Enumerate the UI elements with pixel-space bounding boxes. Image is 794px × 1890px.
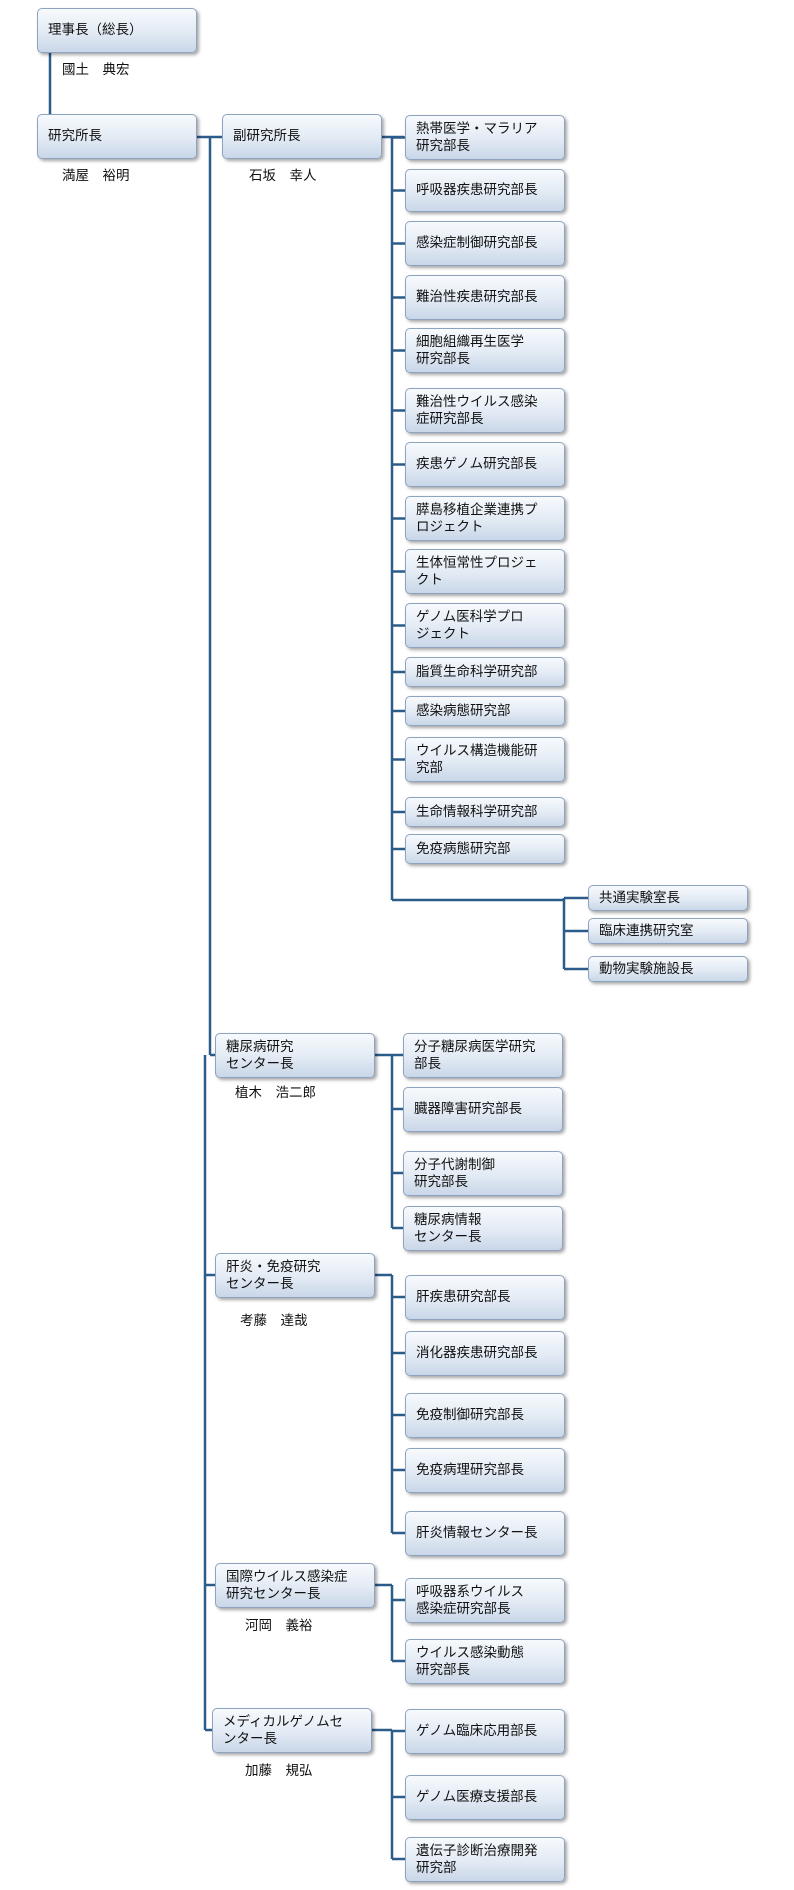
department-label: ゲノム医科学プロ ジェクト [416, 608, 524, 642]
center-department-label: 肝疾患研究部長 [416, 1289, 511, 1305]
deputy-title: 副研究所長 [233, 128, 301, 144]
department-box[interactable]: 難治性ウイルス感染 症研究部長 [405, 388, 565, 433]
center-head-name: 河岡 義裕 [245, 1618, 313, 1634]
department-label: ウイルス構造機能研 究部 [416, 742, 538, 776]
department-box[interactable]: 免疫病態研究部 [405, 834, 565, 864]
center-department-box[interactable]: 糖尿病情報 センター長 [403, 1206, 563, 1251]
center-department-box[interactable]: 呼吸器系ウイルス 感染症研究部長 [405, 1578, 565, 1623]
department-label: 熱帯医学・マラリア 研究部長 [416, 120, 538, 154]
center-department-box[interactable]: 分子代謝制御 研究部長 [403, 1151, 563, 1196]
department-label: 脂質生命科学研究部 [416, 663, 538, 680]
center-head-box[interactable]: 糖尿病研究 センター長 [215, 1033, 375, 1078]
center-title: 国際ウイルス感染症 研究センター長 [226, 1568, 348, 1602]
department-box[interactable]: 熱帯医学・マラリア 研究部長 [405, 115, 565, 160]
center-department-label: ゲノム臨床応用部長 [416, 1723, 538, 1739]
department-box[interactable]: 生体恒常性プロジェ クト [405, 549, 565, 594]
department-label: 免疫病態研究部 [416, 840, 511, 857]
department-box[interactable]: 脂質生命科学研究部 [405, 657, 565, 687]
department-box[interactable]: 膵島移植企業連携プ ロジェクト [405, 496, 565, 541]
department-box[interactable]: 感染病態研究部 [405, 696, 565, 726]
department-box[interactable]: 生命情報科学研究部 [405, 797, 565, 827]
center-department-label: ウイルス感染動態 研究部長 [416, 1644, 524, 1678]
center-title: 糖尿病研究 センター長 [226, 1038, 294, 1072]
center-department-box[interactable]: 肝炎情報センター長 [405, 1511, 565, 1556]
department-label: 呼吸器疾患研究部長 [416, 182, 538, 198]
center-department-box[interactable]: 免疫病理研究部長 [405, 1448, 565, 1493]
department-label: 膵島移植企業連携プ ロジェクト [416, 501, 538, 535]
facility-label: 共通実験室長 [599, 889, 680, 906]
facility-label: 臨床連携研究室 [599, 922, 694, 939]
center-title: メディカルゲノムセ ンター長 [223, 1713, 344, 1747]
department-box[interactable]: 疾患ゲノム研究部長 [405, 442, 565, 487]
center-head-name: 考藤 達哉 [240, 1313, 308, 1329]
director-title: 研究所長 [48, 128, 102, 144]
deputy-name: 石坂 幸人 [249, 168, 317, 184]
center-department-label: 消化器疾患研究部長 [416, 1345, 538, 1361]
center-department-label: 臓器障害研究部長 [414, 1101, 522, 1117]
center-head-name: 植木 浩二郎 [235, 1085, 316, 1101]
department-box[interactable]: ゲノム医科学プロ ジェクト [405, 603, 565, 648]
facility-label: 動物実験施設長 [599, 960, 694, 977]
department-label: 細胞組織再生医学 研究部長 [416, 333, 524, 367]
deputy-box[interactable]: 副研究所長 [222, 114, 382, 159]
center-department-box[interactable]: 臓器障害研究部長 [403, 1087, 563, 1132]
department-label: 生体恒常性プロジェ クト [416, 554, 538, 588]
center-department-box[interactable]: ウイルス感染動態 研究部長 [405, 1639, 565, 1684]
center-department-box[interactable]: 肝疾患研究部長 [405, 1275, 565, 1320]
facility-box[interactable]: 共通実験室長 [588, 885, 748, 911]
center-head-box[interactable]: メディカルゲノムセ ンター長 [212, 1708, 372, 1753]
center-department-label: 肝炎情報センター長 [416, 1525, 538, 1541]
chair-box[interactable]: 理事長（総長） [37, 8, 197, 53]
center-department-label: 遺伝子診断治療開発 研究部 [416, 1842, 538, 1876]
center-head-box[interactable]: 国際ウイルス感染症 研究センター長 [215, 1563, 375, 1608]
center-department-box[interactable]: 消化器疾患研究部長 [405, 1331, 565, 1376]
facility-box[interactable]: 動物実験施設長 [588, 956, 748, 982]
department-box[interactable]: 感染症制御研究部長 [405, 221, 565, 266]
center-department-label: 分子代謝制御 研究部長 [414, 1156, 495, 1190]
center-department-box[interactable]: ゲノム医療支援部長 [405, 1775, 565, 1820]
center-department-label: 分子糖尿病医学研究 部長 [414, 1038, 536, 1072]
center-department-box[interactable]: 分子糖尿病医学研究 部長 [403, 1033, 563, 1078]
chair-name: 國土 典宏 [62, 62, 130, 78]
center-department-box[interactable]: ゲノム臨床応用部長 [405, 1709, 565, 1754]
facility-box[interactable]: 臨床連携研究室 [588, 918, 748, 944]
department-box[interactable]: 細胞組織再生医学 研究部長 [405, 328, 565, 373]
director-box[interactable]: 研究所長 [37, 114, 197, 159]
center-department-box[interactable]: 免疫制御研究部長 [405, 1393, 565, 1438]
center-department-label: 糖尿病情報 センター長 [414, 1211, 482, 1245]
center-department-label: 免疫制御研究部長 [416, 1407, 524, 1423]
department-label: 疾患ゲノム研究部長 [416, 456, 538, 472]
center-head-name: 加藤 規弘 [245, 1763, 313, 1779]
department-box[interactable]: 難治性疾患研究部長 [405, 275, 565, 320]
department-label: 難治性ウイルス感染 症研究部長 [416, 393, 538, 427]
center-head-box[interactable]: 肝炎・免疫研究 センター長 [215, 1253, 375, 1298]
center-title: 肝炎・免疫研究 センター長 [226, 1258, 321, 1292]
department-box[interactable]: 呼吸器疾患研究部長 [405, 169, 565, 212]
department-label: 生命情報科学研究部 [416, 803, 538, 820]
department-label: 感染症制御研究部長 [416, 235, 538, 251]
center-department-label: ゲノム医療支援部長 [416, 1789, 538, 1805]
center-department-label: 呼吸器系ウイルス 感染症研究部長 [416, 1583, 524, 1617]
department-label: 難治性疾患研究部長 [416, 289, 538, 305]
center-department-label: 免疫病理研究部長 [416, 1462, 524, 1478]
center-department-box[interactable]: 遺伝子診断治療開発 研究部 [405, 1837, 565, 1882]
department-label: 感染病態研究部 [416, 702, 511, 719]
director-name: 満屋 裕明 [62, 168, 130, 184]
department-box[interactable]: ウイルス構造機能研 究部 [405, 737, 565, 782]
chair-title: 理事長（総長） [48, 22, 143, 38]
